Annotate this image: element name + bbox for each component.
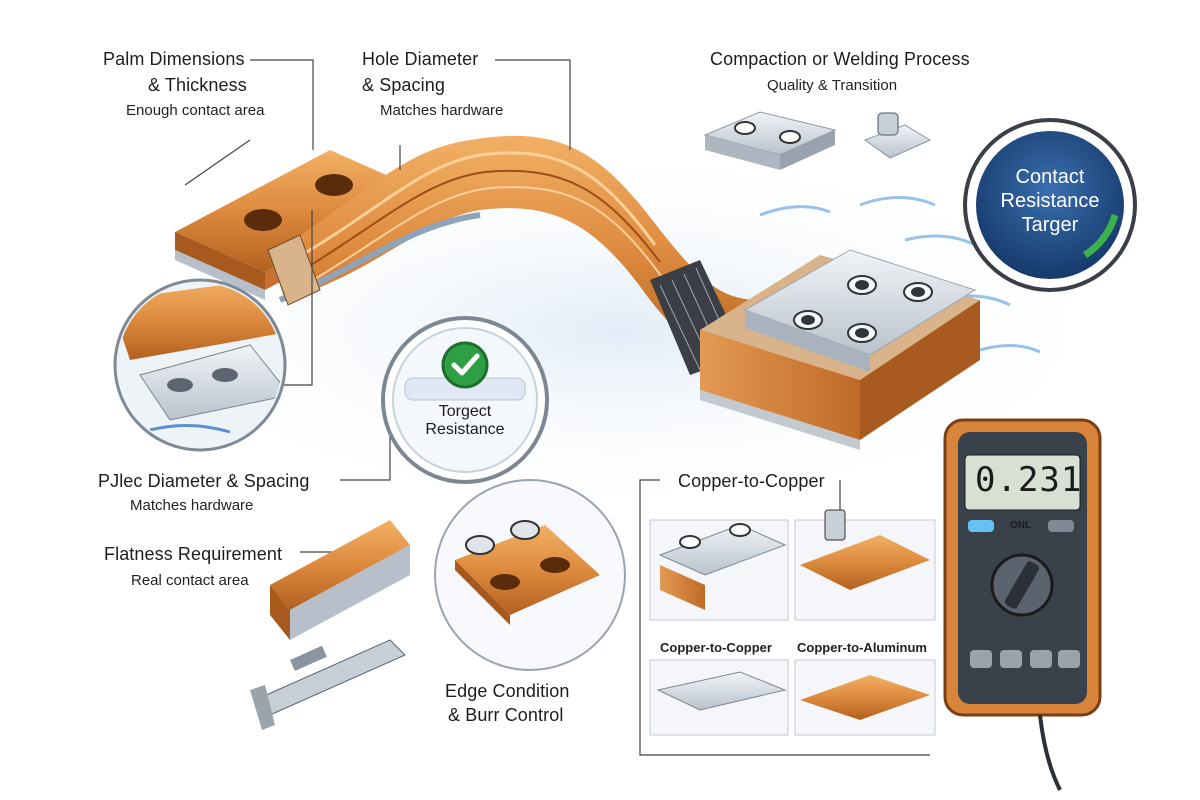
caliper-icon <box>250 639 406 730</box>
edge-label-title-1: Edge Condition <box>445 681 570 701</box>
meter-button-label: ONL <box>1010 520 1032 531</box>
palm-label-title-2: & Thickness <box>148 75 247 95</box>
hole-label-title-1: Hole Diameter <box>362 49 479 69</box>
zoom-detail-left <box>113 278 287 452</box>
flatness-block <box>270 520 410 640</box>
contact-badge-line2: Resistance <box>1000 190 1100 212</box>
hole-label-sub: Matches hardware <box>380 102 504 119</box>
copper-header-label: Copper-to-Copper <box>678 471 825 491</box>
meter-reading: 0.231 <box>975 460 1083 500</box>
palm-label-title-1: Palm Dimensions <box>103 49 245 69</box>
flatness-label-title: Flatness Requirement <box>104 544 283 564</box>
target-badge-text: Torgect Resistance <box>405 403 525 440</box>
terminal-bolts <box>793 275 933 343</box>
contact-badge-text: Contact Resistance Targer <box>990 165 1110 237</box>
contact-badge <box>963 118 1137 292</box>
contact-badge-line1: Contact <box>1015 166 1085 188</box>
check-icon <box>441 341 489 389</box>
flatness-label-sub: Real contact area <box>131 572 249 589</box>
compaction-hardware <box>703 111 932 170</box>
panel-caption-aluminum: Copper-to-Aluminum <box>797 640 927 655</box>
edge-detail <box>434 479 626 671</box>
multimeter-icon <box>943 418 1102 791</box>
pjlec-label-sub: Matches hardware <box>130 497 254 514</box>
palm-label-sub: Enough contact area <box>126 102 265 119</box>
motion-arrows <box>759 196 1041 354</box>
compaction-label-sub: Quality & Transition <box>767 77 898 94</box>
compaction-label-title: Compaction or Welding Process <box>710 49 970 69</box>
edge-label-title-2: & Burr Control <box>448 705 564 725</box>
comparison-panels <box>649 509 936 736</box>
pjlec-label-title: PJlec Diameter & Spacing <box>98 471 310 491</box>
target-badge-line1: Torgect <box>438 403 492 420</box>
target-badge-line2: Resistance <box>425 421 505 439</box>
hole-label-title-2: & Spacing <box>362 75 445 95</box>
right-terminal <box>700 249 980 450</box>
panel-caption-copper: Copper-to-Copper <box>660 640 772 655</box>
palm-hole-2 <box>315 174 353 196</box>
palm-hole-1 <box>244 209 282 231</box>
target-badge <box>381 316 549 484</box>
contact-badge-line3: Targer <box>1021 214 1079 236</box>
